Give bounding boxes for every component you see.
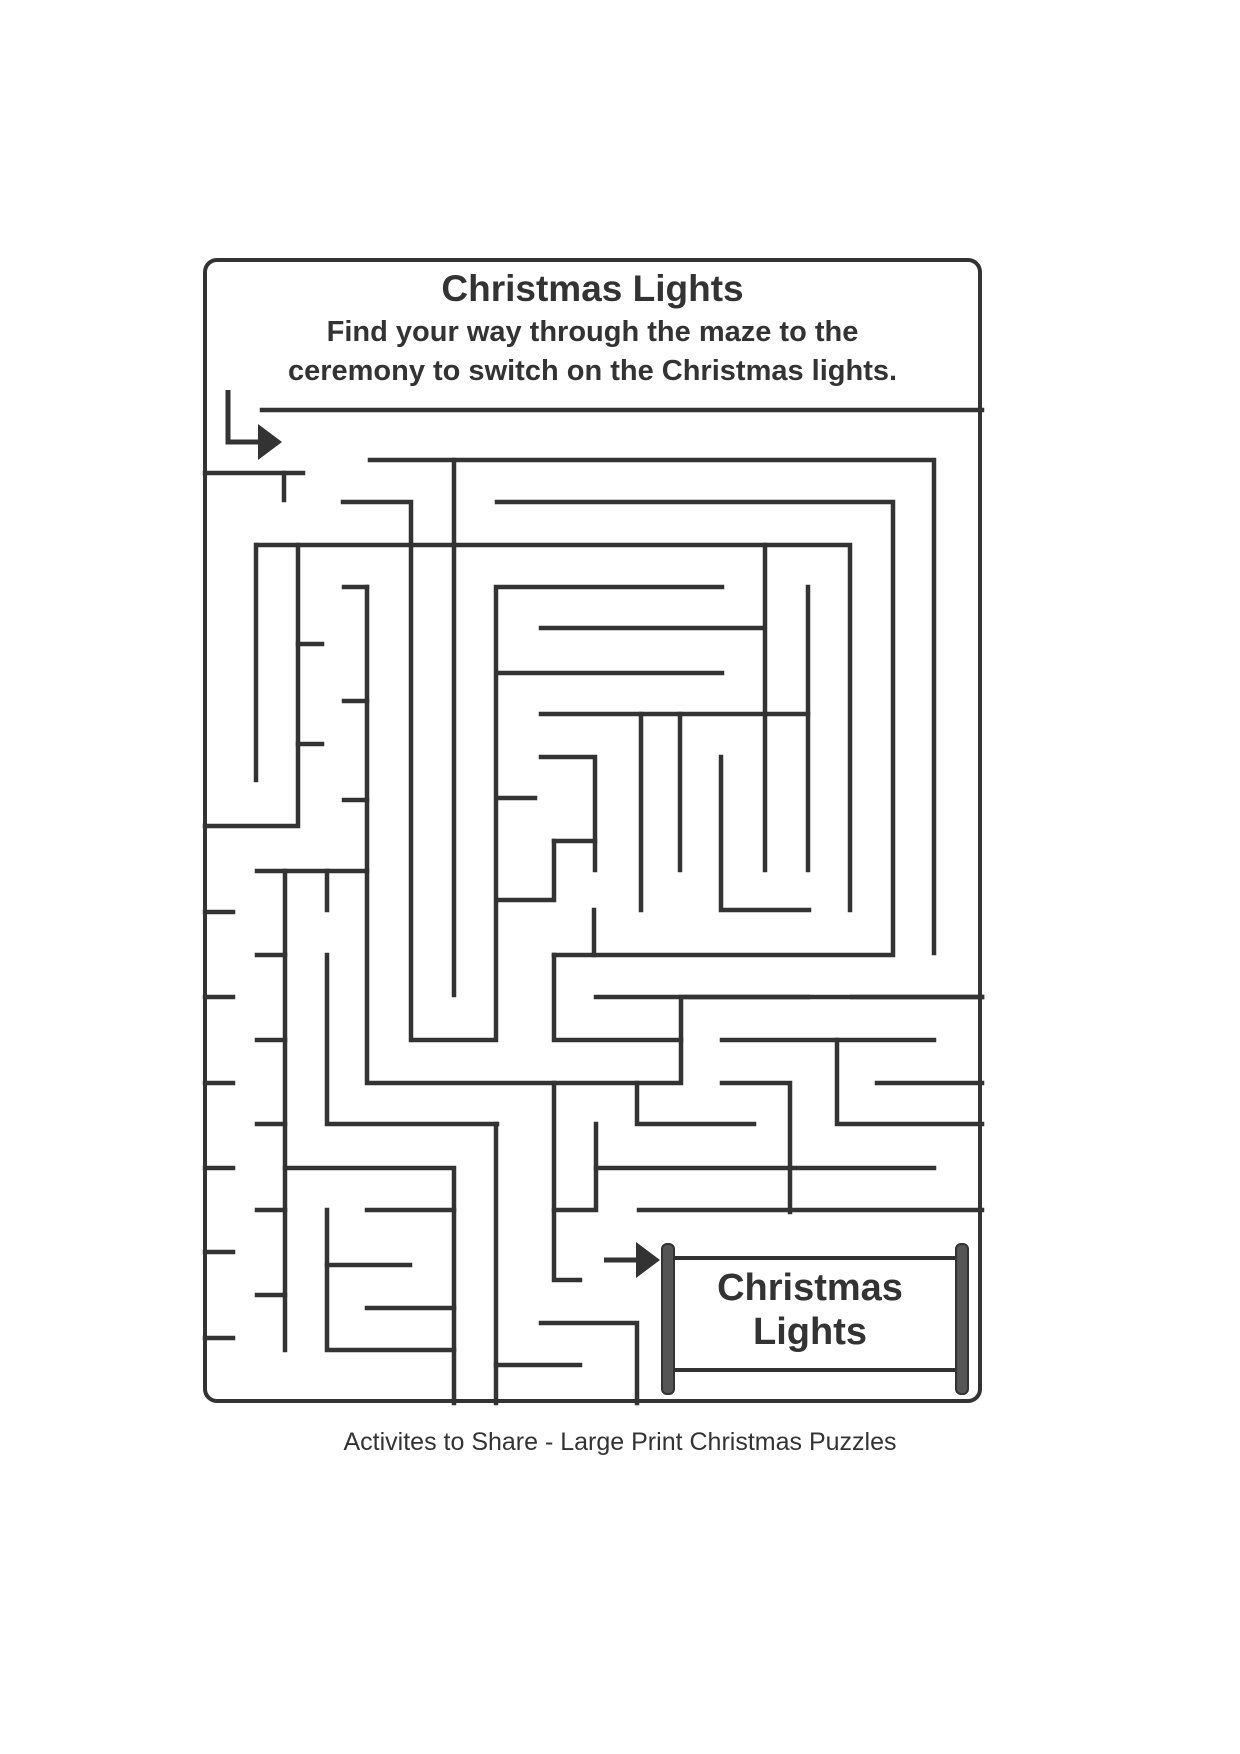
sign-post-left [661,1243,675,1395]
sign-post-right [955,1243,969,1395]
instructions-line-2: ceremony to switch on the Christmas ligh… [287,355,898,387]
maze-walls [202,407,985,1406]
puzzle-title: Christmas Lights [441,268,744,309]
finish-sign-line-2: Lights [753,1311,867,1353]
start-arrow-icon [225,390,282,460]
finish-sign-line-1: Christmas [717,1267,903,1309]
footer-credit: Activites to Share - Large Print Christm… [343,1428,897,1456]
maze-frame [203,258,982,1403]
finish-sign [661,1243,969,1395]
instructions-line-1: Find your way through the maze to the [326,316,859,348]
finish-arrow-icon [604,1242,660,1278]
